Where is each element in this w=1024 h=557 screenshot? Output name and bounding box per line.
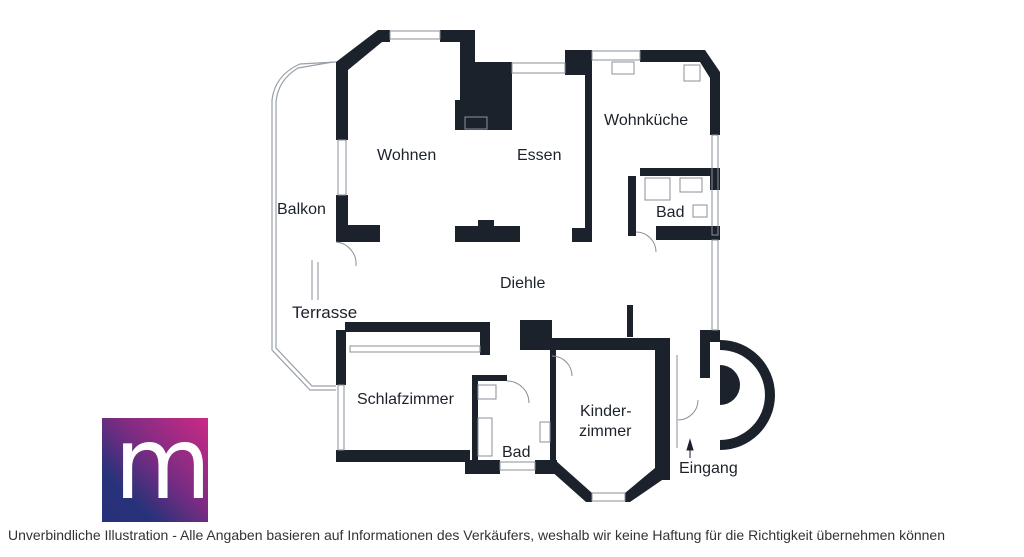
room-label-essen: Essen <box>517 147 562 164</box>
room-label-diehle: Diehle <box>500 275 546 292</box>
room-label-bad-upper: Bad <box>656 204 685 221</box>
balcony-outline <box>271 61 337 391</box>
room-label-bad-lower: Bad <box>502 444 531 461</box>
entrance-arrow-icon <box>686 438 694 458</box>
brand-logo: m <box>102 418 208 522</box>
room-label-schlafzimmer: Schlafzimmer <box>357 391 454 408</box>
room-label-terrasse: Terrasse <box>292 303 358 322</box>
windows-doors <box>311 30 719 502</box>
walls <box>336 30 775 502</box>
logo-letter: m <box>114 418 208 522</box>
room-label-balkon: Balkon <box>277 201 326 218</box>
room-label-wohnkueche: Wohnküche <box>604 112 689 129</box>
room-label-eingang: Eingang <box>679 460 738 477</box>
room-label-kinderzimmer-2: zimmer <box>579 423 632 440</box>
room-label-wohnen: Wohnen <box>377 147 437 164</box>
disclaimer-text: Unverbindliche Illustration - Alle Angab… <box>8 527 945 543</box>
room-label-kinderzimmer-1: Kinder- <box>580 403 632 420</box>
